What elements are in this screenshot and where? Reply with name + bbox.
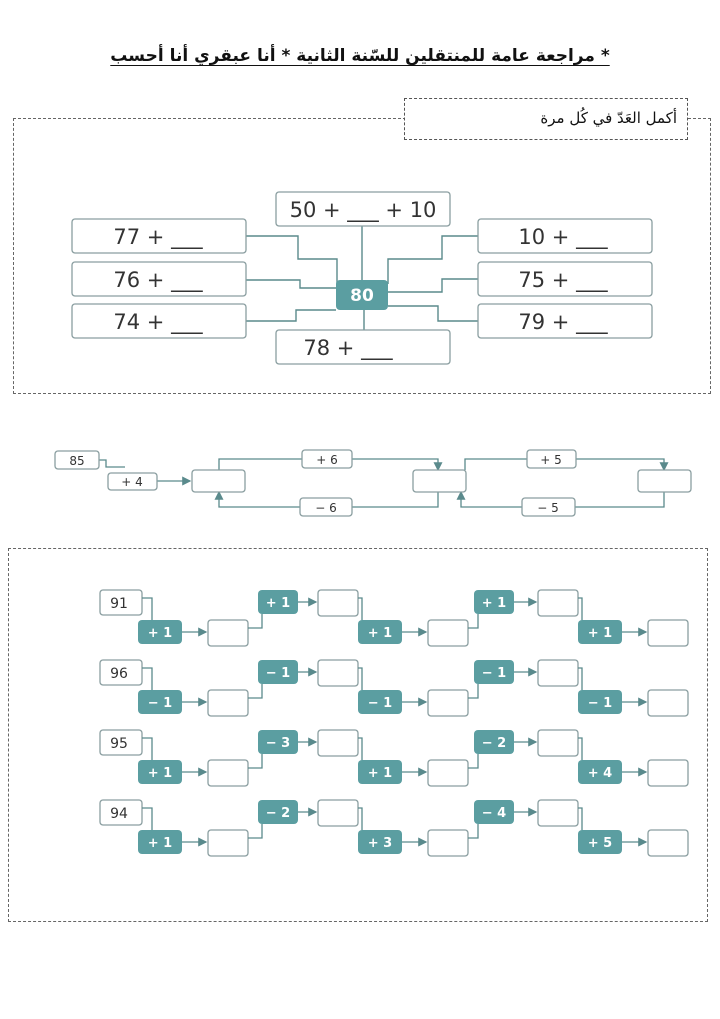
chain-row: 95 + 1 − 3 + 1 − 2 + 4 [99, 729, 689, 787]
chain-answer-box[interactable] [317, 589, 359, 617]
chain-operation: + 1 [148, 766, 172, 781]
chain-operation: − 1 [368, 696, 392, 711]
web-left-expression: 77 + ___ [113, 225, 203, 250]
chain-operation-badge [474, 800, 514, 824]
chain-start-number: 95 [110, 736, 128, 752]
web-top-expression: 50 + ___ + 10 [290, 198, 437, 223]
chain-operation: − 1 [588, 696, 612, 711]
chain-operation: − 2 [482, 736, 506, 751]
instruction-text: أكمل العَدّ في كُل مرة [540, 109, 677, 127]
center-number: 80 [350, 286, 374, 306]
chain-operation: + 1 [148, 836, 172, 851]
chain-operation-badge [258, 730, 298, 754]
chain-answer-box[interactable] [537, 799, 579, 827]
chain-operation-badge [258, 590, 298, 614]
chain-operation: + 1 [588, 626, 612, 641]
chain-operation: + 1 [368, 626, 392, 641]
chain-start-number: 96 [110, 666, 128, 682]
chain-answer-box[interactable] [207, 689, 249, 717]
chain-answer-box[interactable] [207, 759, 249, 787]
chain-answer-box[interactable] [537, 589, 579, 617]
loop-operation: + 5 [540, 453, 562, 467]
chain-operation-badge [138, 620, 182, 644]
chain-operation-badge [138, 830, 182, 854]
loop-operation: + 6 [316, 453, 338, 467]
chain-operation: − 1 [148, 696, 172, 711]
web-bottom-expression: 78 + ___ [303, 336, 393, 361]
chain-operation: + 1 [148, 626, 172, 641]
chain-start-box [99, 659, 143, 686]
loop-counting: 85 + 4 + 6 + 5 − 6 − 5 [54, 449, 692, 517]
chain-start-box [99, 799, 143, 826]
chain-operation: + 5 [588, 836, 612, 851]
chain-operation: + 1 [482, 596, 506, 611]
chain-operation: − 1 [266, 666, 290, 681]
chain-row: 96 − 1 − 1 − 1 − 1 − 1 [99, 659, 689, 717]
web-right-expression: 10 + ___ [518, 225, 608, 250]
chain-operation-badge [358, 620, 402, 644]
chain-operation-badge [138, 760, 182, 784]
chain-operation: + 4 [588, 766, 612, 781]
center-number-box [336, 280, 388, 310]
chain-answer-box[interactable] [427, 619, 469, 647]
number-web: 80 50 + ___ + 10 78 + ___ 77 + ___ 76 + … [71, 191, 653, 365]
chain-operation-badge [474, 660, 514, 684]
loop-start-number: 85 [69, 454, 84, 468]
chain-start-box [99, 589, 143, 616]
chain-answer-box[interactable] [427, 829, 469, 857]
chain-operation-badge [358, 830, 402, 854]
section-1-frame [13, 118, 711, 394]
chain-operation-badge [474, 590, 514, 614]
web-left-expression: 74 + ___ [113, 310, 203, 335]
loop-operation: + 4 [121, 475, 143, 489]
chain-answer-box[interactable] [317, 729, 359, 757]
section-3-frame [8, 548, 708, 922]
chain-answer-box[interactable] [427, 689, 469, 717]
chain-answer-box[interactable] [537, 729, 579, 757]
chain-operation: − 2 [266, 806, 290, 821]
chain-operation: − 4 [482, 806, 506, 821]
chain-operation-badge [358, 690, 402, 714]
page-title: * مراجعة عامة للمنتقلين للسّنة الثانية *… [110, 46, 610, 66]
chain-answer-box[interactable] [317, 799, 359, 827]
chain-operation-badge [474, 730, 514, 754]
chain-row: 91 + 1 + 1 + 1 + 1 + 1 [99, 589, 689, 647]
instruction-box: أكمل العَدّ في كُل مرة [404, 98, 688, 140]
chain-operation-badge [578, 620, 622, 644]
chain-operation-badge [258, 660, 298, 684]
chain-operation: − 1 [482, 666, 506, 681]
chain-operation-badge [258, 800, 298, 824]
chain-answer-box[interactable] [207, 619, 249, 647]
chain-answer-box[interactable] [427, 759, 469, 787]
chain-operation-badge [578, 690, 622, 714]
chain-operation: − 3 [266, 736, 290, 751]
chain-row: 94 + 1 − 2 + 3 − 4 + 5 [99, 799, 689, 857]
chain-start-number: 91 [110, 596, 128, 612]
chain-answer-box[interactable] [647, 759, 689, 787]
chain-start-number: 94 [110, 806, 128, 822]
chain-operation-badge [138, 690, 182, 714]
chain-operation-badge [358, 760, 402, 784]
chain-operation: + 1 [266, 596, 290, 611]
chain-answer-box[interactable] [537, 659, 579, 687]
chain-answer-box[interactable] [647, 689, 689, 717]
loop-operation: − 6 [315, 501, 337, 515]
chain-answer-box[interactable] [317, 659, 359, 687]
chain-operation-badge [578, 830, 622, 854]
loop-operation: − 5 [537, 501, 559, 515]
web-right-expression: 79 + ___ [518, 310, 608, 335]
chain-answer-box[interactable] [647, 829, 689, 857]
chain-start-box [99, 729, 143, 756]
chain-operation: + 1 [368, 766, 392, 781]
chain-operation-badge [578, 760, 622, 784]
chain-answer-box[interactable] [207, 829, 249, 857]
web-left-expression: 76 + ___ [113, 268, 203, 293]
chain-operation: + 3 [368, 836, 392, 851]
chain-answer-box[interactable] [647, 619, 689, 647]
web-right-expression: 75 + ___ [518, 268, 608, 293]
